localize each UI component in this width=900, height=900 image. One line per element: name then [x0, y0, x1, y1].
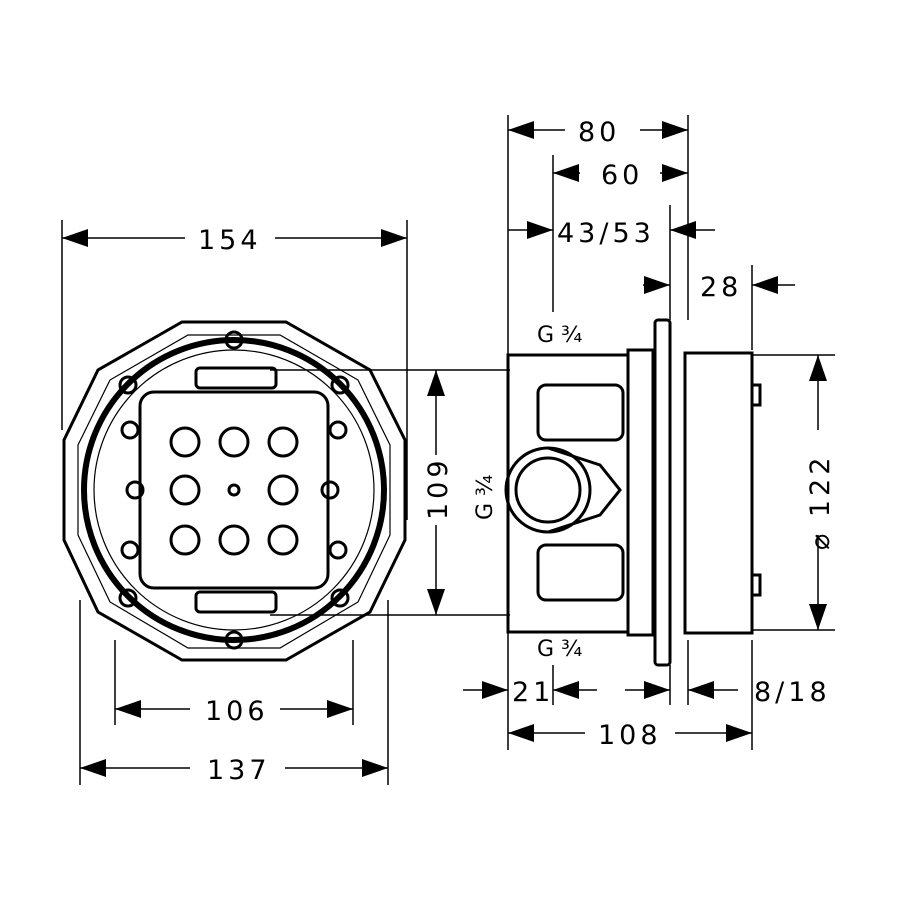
mounting-hole: [218, 426, 250, 458]
dim-137: 137: [207, 755, 271, 786]
mounting-hole: [267, 426, 299, 458]
arrowhead: [427, 589, 445, 615]
dim-diameter-122: ⌀ 122: [805, 454, 836, 550]
dim-154: 154: [198, 225, 262, 256]
mounting-hole: [169, 524, 201, 556]
screw: [125, 480, 145, 500]
arrowhead: [381, 229, 407, 247]
arrowhead: [688, 681, 714, 699]
arrowhead: [508, 121, 534, 139]
thread-label-side: G ¾: [473, 475, 498, 520]
front-view-mounting-box: [62, 320, 407, 662]
arrowhead: [427, 370, 445, 396]
arrowhead: [482, 681, 508, 699]
side-view-mixer-body: [270, 318, 835, 667]
arrowhead: [508, 724, 534, 742]
dim-109: 109: [423, 456, 454, 520]
arrowhead: [809, 355, 827, 381]
arrowhead: [527, 221, 553, 239]
arrowhead: [362, 759, 388, 777]
dim-60: 60: [601, 160, 643, 191]
mounting-hole: [169, 474, 201, 506]
arrowhead: [644, 681, 670, 699]
dim-80: 80: [578, 117, 620, 148]
screw: [224, 630, 244, 650]
screw: [328, 420, 348, 440]
arrowhead: [752, 276, 778, 294]
dim-108: 108: [598, 720, 662, 751]
dim-8-18: 8/18: [754, 677, 831, 708]
mounting-hole: [169, 426, 201, 458]
screw: [328, 540, 348, 560]
arrowhead: [62, 229, 88, 247]
arrowhead: [670, 221, 696, 239]
screw: [118, 588, 138, 608]
screw: [120, 540, 140, 560]
arrowhead: [809, 604, 827, 630]
arrowhead: [115, 700, 141, 718]
dim-21: 21: [512, 677, 554, 708]
dim-43-53: 43/53: [557, 218, 655, 249]
screw: [120, 420, 140, 440]
screw: [320, 480, 340, 500]
dimension-lines: [61, 115, 827, 785]
arrowhead: [662, 121, 688, 139]
arrowhead: [553, 681, 579, 699]
dim-106: 106: [205, 696, 269, 727]
mounting-hole: [267, 524, 299, 556]
thread-label-top: G ¾: [537, 323, 582, 348]
dim-28: 28: [700, 272, 742, 303]
screw: [330, 588, 350, 608]
thread-label-bottom: G ¾: [537, 637, 582, 662]
arrowhead: [553, 164, 579, 182]
screw: [118, 375, 138, 395]
arrowhead: [726, 724, 752, 742]
screw: [330, 375, 350, 395]
arrowhead: [327, 700, 353, 718]
mounting-hole: [218, 524, 250, 556]
screw: [224, 330, 244, 350]
arrowhead: [662, 164, 688, 182]
mounting-hole: [267, 474, 299, 506]
arrowhead: [644, 276, 670, 294]
arrowhead: [80, 759, 106, 777]
